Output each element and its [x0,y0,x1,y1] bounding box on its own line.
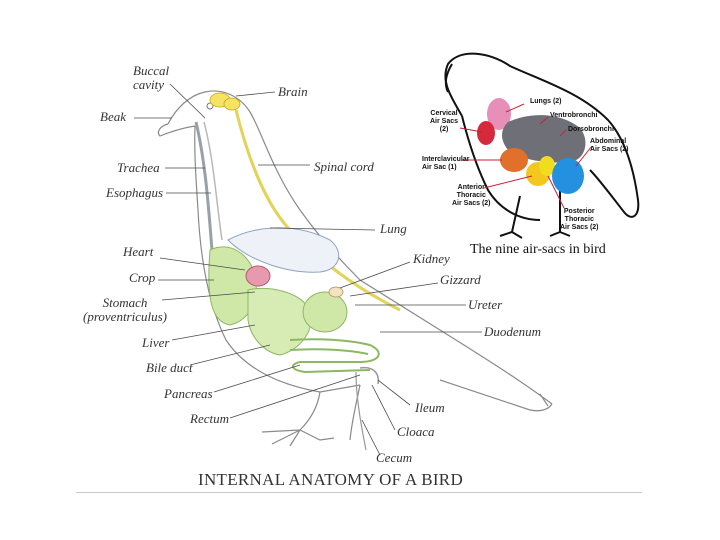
inset-label-dorsobronchi: Dorsobronchi [568,126,614,133]
inset-label-lungs: Lungs (2) [530,98,562,105]
bird-eye-icon [206,102,214,110]
label-bile-duct: Bile duct [146,360,193,375]
label-buccal-cavity: Buccal cavity [133,63,170,92]
abdominal-sac [552,158,584,194]
inset-caption: The nine air-sacs in bird [470,242,606,257]
posterior-thoracic-sac [539,156,555,176]
lungs-sac [487,98,511,130]
cecum-organ [355,371,367,451]
bronchi-shape [502,115,586,163]
inset-air-sacs [477,98,586,194]
inset-leader-lines [459,103,593,209]
lung-organ [227,227,340,273]
heart-organ [245,265,271,287]
label-crop: Crop [129,270,156,285]
label-trachea: Trachea [117,160,160,175]
inset-label-abdominal: Abdominal Air Sacs (2) [590,138,629,153]
diagram-title: INTERNAL ANATOMY OF A BIRD [198,470,464,489]
brain-organ [209,92,241,111]
label-cloaca: Cloaca [397,424,435,439]
label-stomach: Stomach (proventriculus) [83,295,167,324]
inset-label-cervical: Cervical Air Sacs (2) [430,110,459,133]
cervical-sac [477,121,495,145]
cloaca-organ [359,366,380,385]
label-esophagus: Esophagus [106,185,164,200]
liver-organ [247,287,312,356]
bird-body-outline [157,90,553,447]
intestine-organ [289,338,380,374]
inset-label-interclavicular: Interclavicular Air Sac (1) [422,156,470,171]
label-kidney: Kidney [413,251,450,266]
inset-label-anterior-thoracic: Anterior Thoracic Air Sacs (2) [452,184,491,207]
label-beak: Beak [100,109,126,124]
label-cecum: Cecum [376,450,413,465]
esophagus-organ [203,121,223,241]
label-spinal-cord: Spinal cord [314,159,374,174]
inset-label-posterior-thoracic: Posterior Thoracic Air Sacs (2) [560,208,599,231]
inset-bird-outline [444,52,640,239]
label-ureter: Ureter [468,297,503,312]
label-pancreas: Pancreas [164,386,213,401]
divider-line [76,492,642,493]
label-rectum: Rectum [190,411,229,426]
kidney-organ [328,286,344,298]
label-lung: Lung [380,221,407,236]
leader-lines [134,83,482,456]
label-duodenum: Duodenum [484,324,542,339]
gizzard-organ [302,291,348,333]
inset-label-ventrobronchi: Ventrobronchi [550,112,598,119]
interclavicular-sac [500,148,528,172]
label-gizzard: Gizzard [440,272,481,287]
label-heart: Heart [123,244,154,259]
label-ileum: Ileum [415,400,445,415]
label-liver: Liver [142,335,170,350]
label-brain: Brain [278,84,308,99]
